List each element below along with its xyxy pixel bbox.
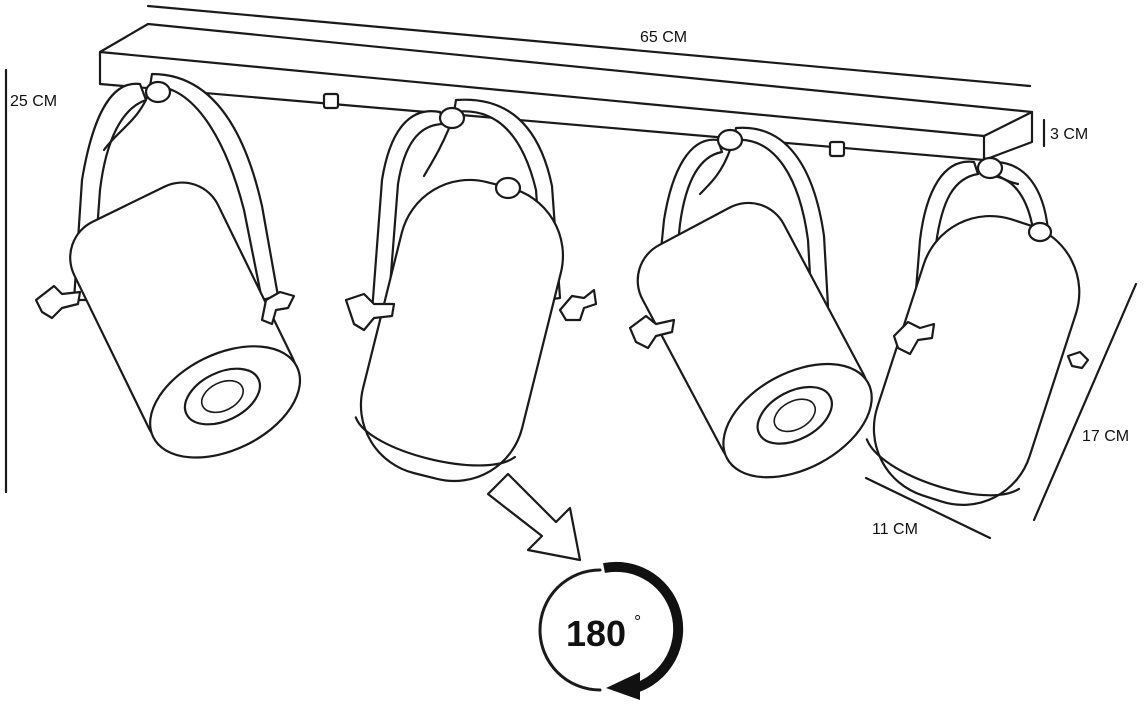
wing-knob bbox=[892, 320, 936, 356]
rotation-degree-symbol: ° bbox=[634, 612, 641, 632]
dimension-shade-length-label: 17 CM bbox=[1082, 428, 1129, 445]
wing-knob bbox=[1066, 350, 1090, 370]
wing-knob bbox=[34, 284, 82, 320]
bracket-pivot bbox=[976, 156, 1004, 180]
spotlight-2 bbox=[344, 98, 598, 483]
ceiling-base-plate bbox=[98, 22, 1034, 162]
dimension-height: 25 CM bbox=[4, 68, 57, 494]
dimension-height-label: 25 CM bbox=[10, 93, 57, 110]
rotation-arc-thick bbox=[603, 561, 684, 695]
spotlight-3 bbox=[628, 126, 873, 479]
wing-knob bbox=[628, 314, 676, 350]
dimension-base-thickness: 3 CM bbox=[1042, 118, 1088, 148]
dimension-shade-diameter: 11 CM bbox=[864, 476, 992, 540]
rotation-arrow-icon bbox=[606, 672, 640, 700]
dimension-length-label: 65 CM bbox=[640, 29, 687, 46]
rotation-badge: 180 ° bbox=[538, 561, 684, 700]
mounting-screw bbox=[828, 140, 846, 158]
spotlight-1 bbox=[34, 72, 302, 459]
rotation-arc-thin bbox=[538, 568, 602, 692]
dimension-length: 65 CM bbox=[146, 4, 1032, 88]
spotlight-shade bbox=[872, 214, 1081, 506]
spotlight-lens-rim bbox=[149, 345, 302, 459]
spotlight-4 bbox=[865, 156, 1090, 506]
bracket-pivot bbox=[494, 176, 522, 200]
direction-arrow-icon bbox=[486, 472, 582, 562]
wing-knob bbox=[260, 290, 296, 326]
dimension-shade-length: 17 CM bbox=[1032, 282, 1138, 522]
wing-knob bbox=[558, 288, 598, 322]
bracket-pivot bbox=[438, 106, 466, 130]
bracket-pivot bbox=[716, 128, 744, 152]
dimension-shade-diameter-label: 11 CM bbox=[872, 521, 918, 538]
spotlight-lens-rim bbox=[722, 362, 873, 479]
rotation-angle: 180 bbox=[566, 613, 626, 654]
mounting-screw bbox=[322, 92, 340, 110]
bracket-pivot bbox=[1027, 221, 1053, 243]
wing-knob bbox=[344, 292, 396, 332]
dimension-base-thickness-label: 3 CM bbox=[1050, 126, 1088, 143]
bracket-pivot bbox=[144, 80, 172, 104]
